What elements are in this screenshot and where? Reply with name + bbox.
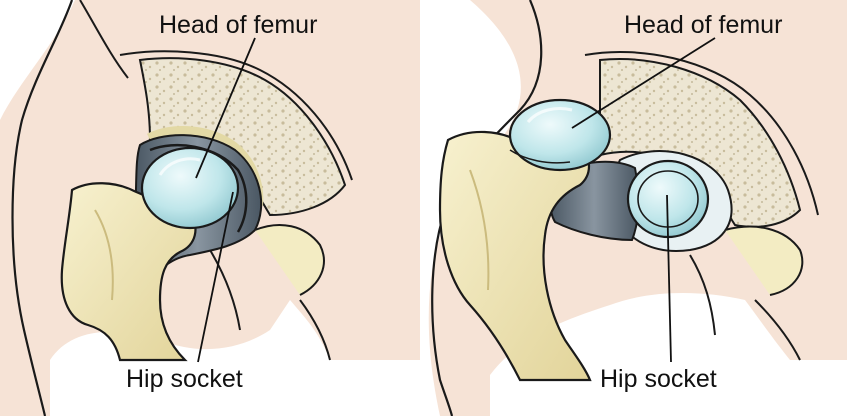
femoral-head xyxy=(508,98,612,172)
leader-line-head xyxy=(195,37,256,179)
skin-outline-right xyxy=(754,299,801,361)
femur-trochanter-line xyxy=(94,209,114,301)
label-hip-socket-dislocated: Hip socket xyxy=(600,365,717,393)
femur-trochanter-line xyxy=(469,169,490,291)
label-head-of-femur-normal: Head of femur xyxy=(159,11,318,39)
leader-line-socket xyxy=(197,191,234,363)
femoral-head-highlight xyxy=(158,157,201,176)
thigh-line xyxy=(689,254,716,336)
leader-line-socket xyxy=(666,194,672,363)
femoral-neck xyxy=(509,149,571,164)
pelvis-rim xyxy=(584,50,819,216)
skin-outline-right xyxy=(299,299,331,361)
thigh-line xyxy=(209,249,241,331)
pubic-bone xyxy=(724,225,804,296)
skin-outline-left xyxy=(11,0,74,416)
panel-dislocated-hip xyxy=(428,0,847,416)
pelvis-rim xyxy=(119,50,353,181)
hip-socket-outline xyxy=(149,144,248,233)
label-head-of-femur-dislocated: Head of femur xyxy=(624,11,783,39)
leader-line-head xyxy=(571,37,716,129)
panel-normal-hip xyxy=(0,0,420,416)
skin-fold xyxy=(79,0,129,79)
pubic-bone xyxy=(254,224,325,296)
label-hip-socket-normal: Hip socket xyxy=(126,365,243,393)
femoral-head-highlight xyxy=(526,107,573,124)
